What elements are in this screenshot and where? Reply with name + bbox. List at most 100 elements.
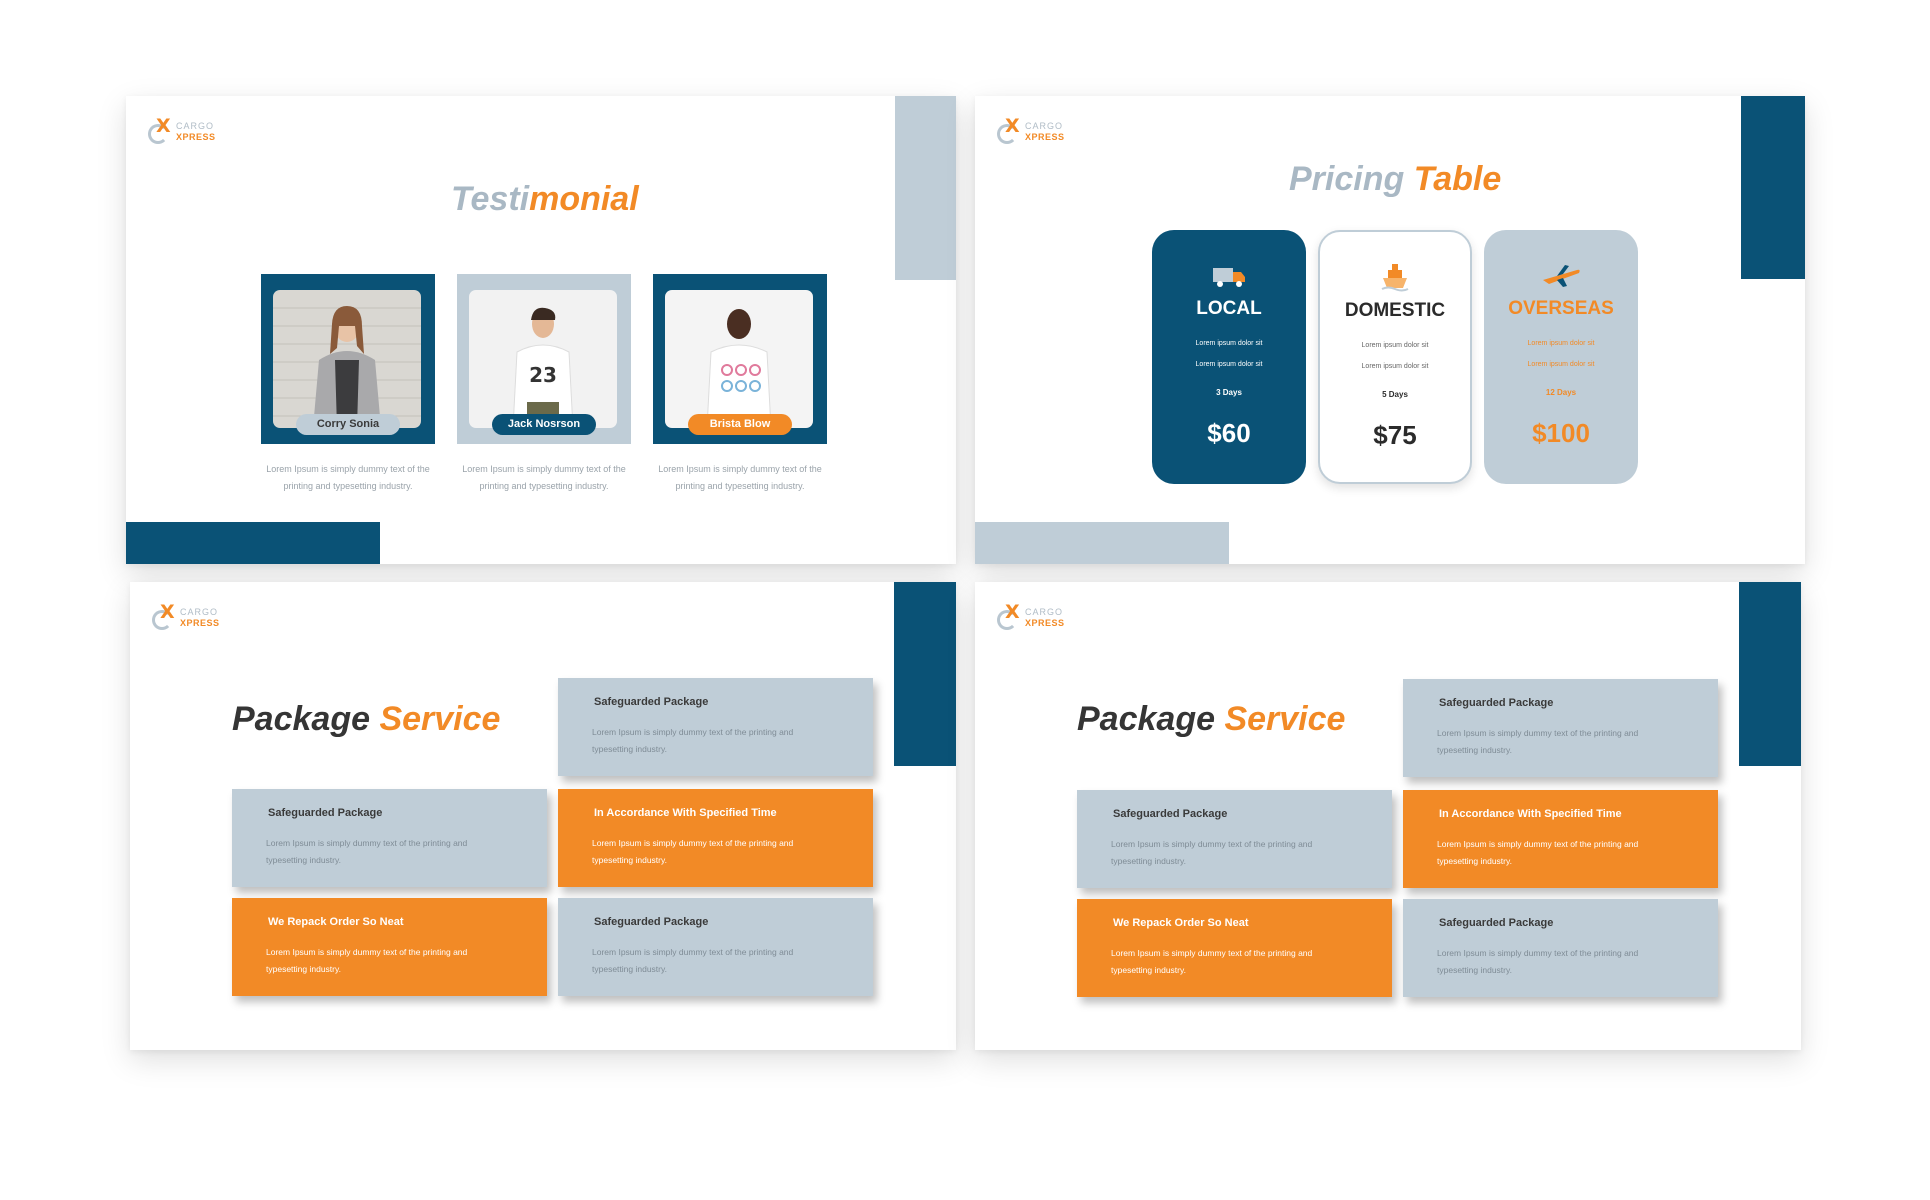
title-part-2: Service: [379, 700, 501, 738]
pricing-card-overseas[interactable]: OVERSEAS Lorem ipsum dolor sit Lorem ips…: [1484, 230, 1638, 484]
logo-mark: X: [156, 115, 171, 137]
plan-feature-1: Lorem ipsum dolor sit: [1361, 342, 1429, 349]
plan-price: $100: [1532, 418, 1590, 448]
package-desc: Lorem Ipsum is simply dummy text of the …: [266, 838, 468, 865]
package-box-1[interactable]: Safeguarded Package Lorem Ipsum is simpl…: [558, 678, 873, 776]
decor-block-top-right: [894, 582, 956, 766]
brand-logo: X CARGO XPRESS: [152, 601, 232, 632]
testimonial-text-1: Lorem Ipsum is simply dummy text of the …: [266, 464, 430, 491]
package-desc: Lorem Ipsum is simply dummy text of the …: [1437, 839, 1639, 866]
plan-price: $60: [1207, 418, 1251, 448]
decor-block-bottom-left: [975, 522, 1229, 564]
logo-text-cargo: CARGO: [176, 121, 215, 131]
plan-name: OVERSEAS: [1508, 298, 1614, 319]
svg-text:23: 23: [529, 363, 557, 387]
title-part-2: monial: [529, 180, 639, 218]
package-heading: We Repack Order So Neat: [268, 916, 404, 928]
package-box-4[interactable]: We Repack Order So Neat Lorem Ipsum is s…: [1077, 899, 1392, 997]
plan-feature-1: Lorem ipsum dolor sit: [1527, 340, 1595, 347]
package-box-5[interactable]: Safeguarded Package Lorem Ipsum is simpl…: [1403, 899, 1718, 997]
package-heading: Safeguarded Package: [594, 916, 709, 928]
slide-package-service-2[interactable]: X CARGO XPRESS Package Service Safeguard…: [975, 582, 1801, 1050]
person-photo-2: 23: [469, 290, 617, 428]
testimonial-text-3: Lorem Ipsum is simply dummy text of the …: [658, 464, 822, 491]
logo-c-icon: [148, 124, 168, 144]
slide-testimonial[interactable]: X CARGO XPRESS Testimonial Corry So: [126, 96, 956, 564]
logo-text-cargo: CARGO: [1025, 121, 1064, 131]
package-box-3[interactable]: In Accordance With Specified Time Lorem …: [1403, 790, 1718, 888]
decor-block-bottom-left: [126, 522, 380, 564]
plan-price: $75: [1373, 420, 1417, 450]
plan-delivery-days: 3 Days: [1216, 388, 1242, 397]
logo-mark: X: [1005, 601, 1020, 623]
airplane-icon: [1484, 260, 1638, 292]
decor-block-top-right: [1739, 582, 1801, 766]
package-heading: Safeguarded Package: [594, 696, 709, 708]
package-heading: Safeguarded Package: [268, 807, 383, 819]
title-part-1: Package: [232, 700, 370, 738]
logo-text-cargo: CARGO: [1025, 607, 1064, 617]
package-desc: Lorem Ipsum is simply dummy text of the …: [592, 947, 794, 974]
logo-c-icon: [997, 610, 1017, 630]
person-name-badge-3: Brista Blow: [688, 414, 792, 435]
title-part-1: Testi: [451, 180, 530, 218]
slide-title: Package Service: [1077, 700, 1345, 739]
logo-text-xpress: XPRESS: [1025, 618, 1065, 628]
testimonial-card-1[interactable]: [261, 274, 435, 444]
package-desc: Lorem Ipsum is simply dummy text of the …: [1111, 839, 1313, 866]
truck-icon: [1152, 260, 1306, 292]
title-part-2: Table: [1413, 160, 1502, 198]
plan-feature-2: Lorem ipsum dolor sit: [1527, 361, 1595, 368]
package-box-1[interactable]: Safeguarded Package Lorem Ipsum is simpl…: [1403, 679, 1718, 777]
plan-feature-2: Lorem ipsum dolor sit: [1361, 363, 1429, 370]
package-heading: Safeguarded Package: [1113, 808, 1228, 820]
logo-c-icon: [997, 124, 1017, 144]
title-part-2: Service: [1224, 700, 1346, 738]
plan-name: DOMESTIC: [1344, 300, 1446, 321]
logo-c-icon: [152, 610, 172, 630]
package-box-2[interactable]: Safeguarded Package Lorem Ipsum is simpl…: [232, 789, 547, 887]
package-box-2[interactable]: Safeguarded Package Lorem Ipsum is simpl…: [1077, 790, 1392, 888]
logo-text-xpress: XPRESS: [180, 618, 220, 628]
package-box-4[interactable]: We Repack Order So Neat Lorem Ipsum is s…: [232, 898, 547, 996]
pricing-card-local[interactable]: LOCAL Lorem ipsum dolor sit Lorem ipsum …: [1152, 230, 1306, 484]
package-heading: We Repack Order So Neat: [1113, 917, 1249, 929]
person-photo-3: [665, 290, 813, 428]
plan-feature-1: Lorem ipsum dolor sit: [1195, 340, 1263, 347]
person-name-badge-2: Jack Nosrson: [492, 414, 596, 435]
slide-package-service-1[interactable]: X CARGO XPRESS Package Service Safeguard…: [130, 582, 956, 1050]
pricing-card-domestic[interactable]: DOMESTIC Lorem ipsum dolor sit Lorem ips…: [1318, 230, 1472, 484]
package-desc: Lorem Ipsum is simply dummy text of the …: [1111, 948, 1313, 975]
brand-logo: X CARGO XPRESS: [997, 601, 1077, 632]
testimonial-text-2: Lorem Ipsum is simply dummy text of the …: [462, 464, 626, 491]
logo-mark: X: [160, 601, 175, 623]
logo-text-xpress: XPRESS: [1025, 132, 1065, 142]
ship-icon: [1320, 262, 1470, 294]
package-heading: In Accordance With Specified Time: [594, 807, 777, 819]
slide-title: Pricing Table: [1289, 160, 1501, 199]
decor-block-top-right: [895, 96, 956, 280]
plan-delivery-days: 12 Days: [1545, 388, 1577, 397]
package-heading: Safeguarded Package: [1439, 697, 1554, 709]
title-part-1: Pricing: [1289, 160, 1405, 198]
package-desc: Lorem Ipsum is simply dummy text of the …: [592, 838, 794, 865]
brand-logo: X CARGO XPRESS: [997, 115, 1077, 146]
package-box-3[interactable]: In Accordance With Specified Time Lorem …: [558, 789, 873, 887]
package-heading: Safeguarded Package: [1439, 917, 1554, 929]
slide-pricing[interactable]: X CARGO XPRESS Pricing Table LOCAL Lorem…: [975, 96, 1805, 564]
package-desc: Lorem Ipsum is simply dummy text of the …: [592, 727, 794, 754]
brand-logo: X CARGO XPRESS: [148, 115, 228, 146]
package-box-5[interactable]: Safeguarded Package Lorem Ipsum is simpl…: [558, 898, 873, 996]
slide-title: Testimonial: [451, 180, 639, 219]
logo-text-cargo: CARGO: [180, 607, 219, 617]
package-desc: Lorem Ipsum is simply dummy text of the …: [266, 947, 468, 974]
person-photo-1: [273, 290, 421, 428]
plan-feature-2: Lorem ipsum dolor sit: [1195, 361, 1263, 368]
logo-text-xpress: XPRESS: [176, 132, 216, 142]
title-part-1: Package: [1077, 700, 1215, 738]
plan-name: LOCAL: [1196, 298, 1262, 319]
person-name-badge-1: Corry Sonia: [296, 414, 400, 435]
slide-title: Package Service: [232, 700, 500, 739]
plan-delivery-days: 5 Days: [1382, 390, 1408, 399]
package-desc: Lorem Ipsum is simply dummy text of the …: [1437, 728, 1639, 755]
